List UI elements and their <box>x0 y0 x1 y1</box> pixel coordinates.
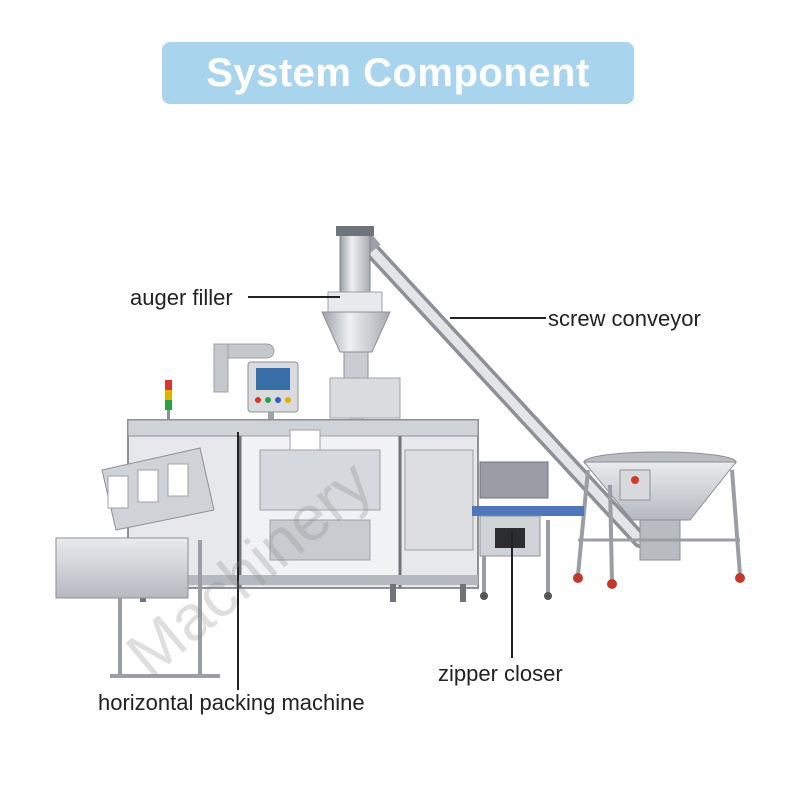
label-horizontal-packing-machine: horizontal packing machine <box>98 690 365 715</box>
diagram-title: System Component <box>206 50 590 95</box>
label-zipper-closer: zipper closer <box>438 661 563 686</box>
zipper-closer <box>472 461 584 600</box>
signal-tower <box>165 380 172 422</box>
callout-lines <box>237 296 546 690</box>
hmi-panel <box>213 343 299 430</box>
title-banner: System Component <box>162 42 634 104</box>
label-screw-conveyor: screw conveyor <box>548 306 701 331</box>
horizontal-packing-machine <box>55 419 479 678</box>
label-auger-filler: auger filler <box>130 285 233 310</box>
feed-hopper <box>573 451 745 589</box>
